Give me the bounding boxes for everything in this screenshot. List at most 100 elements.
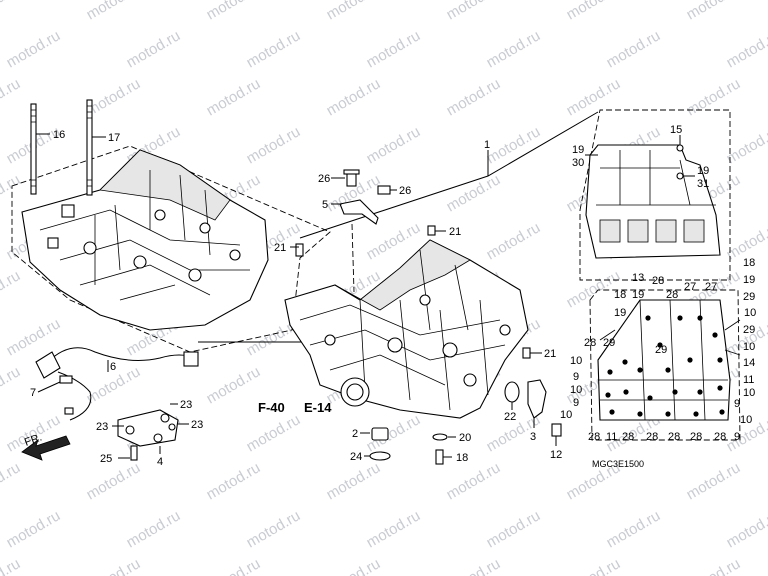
callout-labels: 16 17 1 26 26 5 21 21 21 6 7 F-40 E-14 2… — [23, 124, 756, 469]
bolt-hole-dot — [665, 367, 671, 373]
callout-12: 12 — [550, 449, 562, 461]
stud-bolt-17 — [86, 99, 93, 196]
callout-7: 7 — [30, 387, 36, 399]
callout-r28h: 28 — [690, 431, 702, 443]
watermark-text: motod.ru — [324, 459, 384, 503]
breather-bracket-group — [331, 169, 397, 293]
ref-f40: F-40 — [258, 400, 285, 415]
bolt-hole-dot — [719, 409, 725, 415]
callout-r18b: 18 — [614, 289, 626, 301]
callout-r10g: 10 — [740, 414, 752, 426]
callout-19-b: 19 — [697, 165, 709, 177]
watermark-text: motod.ru — [4, 507, 64, 551]
bolt-26-b — [377, 185, 391, 195]
watermark-text: motod.ru — [444, 459, 504, 503]
callout-r13: 13 — [632, 272, 644, 284]
callout-r29b: 29 — [743, 324, 755, 336]
watermark-text: motod.ru — [204, 363, 264, 407]
bolt-25 — [130, 445, 138, 461]
watermark-text: motod.ru — [204, 459, 264, 503]
callout-r10f: 10 — [560, 409, 572, 421]
callout-4: 4 — [157, 456, 163, 468]
watermark-text: motod.ru — [244, 123, 304, 167]
callout-2: 2 — [352, 428, 358, 440]
watermark-text: motod.ru — [564, 0, 624, 23]
callout-16: 16 — [53, 129, 65, 141]
callout-r27a: 27 — [684, 281, 696, 293]
bolt-hole-dot — [645, 315, 651, 321]
watermark-text: motod.ru — [684, 555, 744, 576]
bolt-hole-dot — [687, 357, 693, 363]
bolt-hole-dot — [712, 332, 718, 338]
watermark-text: motod.ru — [0, 267, 23, 311]
callout-15: 15 — [670, 124, 682, 136]
watermark-text: motod.ru — [364, 27, 424, 71]
bolt-hole-dot — [647, 395, 653, 401]
sensor-7 — [35, 351, 61, 379]
callout-21-right: 21 — [544, 348, 556, 360]
washer-20 — [432, 433, 448, 441]
bolt-hole-dot — [697, 315, 703, 321]
dowel-pin-21-top — [427, 225, 436, 236]
plug-12 — [551, 423, 562, 437]
watermark-text: motod.ru — [4, 27, 64, 71]
callout-23-c: 23 — [191, 419, 203, 431]
bolt-hole-dot — [622, 359, 628, 365]
bolt-hole-dot — [693, 411, 699, 417]
callout-r28e: 28 — [622, 431, 634, 443]
callout-19-a: 19 — [572, 144, 584, 156]
callout-26-b: 26 — [399, 185, 411, 197]
watermark-text: motod.ru — [124, 507, 184, 551]
callout-r28a: 28 — [652, 275, 664, 287]
watermark-text: motod.ru — [684, 0, 744, 23]
watermark-text: motod.ru — [564, 75, 624, 119]
watermark-text: motod.ru — [484, 507, 544, 551]
callout-22: 22 — [504, 411, 516, 423]
watermark-text: motod.ru — [484, 27, 544, 71]
cover-plate-group — [112, 403, 189, 461]
watermark-text: motod.ru — [204, 0, 264, 23]
sensor-harness-group — [35, 347, 199, 421]
callout-r11a: 11 — [743, 374, 754, 386]
watermark-text: motod.ru — [724, 27, 768, 71]
callout-25: 25 — [100, 453, 112, 465]
watermark-text: motod.ru — [0, 459, 23, 503]
callout-23-a: 23 — [180, 399, 192, 411]
callout-5: 5 — [322, 199, 328, 211]
callout-r29c: 29 — [603, 337, 615, 349]
callout-r28b: 28 — [666, 289, 678, 301]
connector-6 — [183, 351, 199, 367]
lower-crankcase-group — [284, 225, 542, 419]
callout-21-left: 21 — [274, 242, 286, 254]
upper-crankcase-top — [99, 149, 231, 221]
callout-r9c: 9 — [734, 398, 740, 410]
front-arrow-label: FR. — [23, 431, 44, 448]
watermark-text: motod.ru — [244, 507, 304, 551]
watermark-text: motod.ru — [484, 219, 544, 263]
bolt-hole-dot — [657, 342, 663, 348]
watermark-text: motod.ru — [444, 0, 504, 23]
upper-plate-group — [579, 109, 731, 281]
switch-18 — [435, 449, 444, 465]
watermark-text: motod.ru — [204, 75, 264, 119]
watermark-text: motod.ru — [604, 507, 664, 551]
bolt-hole-dot — [672, 389, 678, 395]
callout-1: 1 — [484, 139, 490, 151]
callout-r9b: 9 — [573, 397, 579, 409]
bolt-hole-dot — [607, 369, 613, 375]
dowel-pin-21-right — [522, 347, 531, 359]
watermark-text: motod.ru — [444, 555, 504, 576]
bolt-pattern-group — [589, 289, 741, 441]
watermark-text: motod.ru — [124, 27, 184, 71]
callout-23-b: 23 — [96, 421, 108, 433]
callout-17: 17 — [108, 132, 120, 144]
callout-18-bottom: 18 — [456, 452, 468, 464]
callout-r27b: 27 — [705, 281, 717, 293]
upper-plate-boundary — [579, 109, 731, 281]
watermark-text: motod.ru — [724, 507, 768, 551]
watermark-text: motod.ru — [324, 555, 384, 576]
watermark-text: motod.ru — [324, 75, 384, 119]
callout-r9d: 9 — [734, 431, 740, 443]
